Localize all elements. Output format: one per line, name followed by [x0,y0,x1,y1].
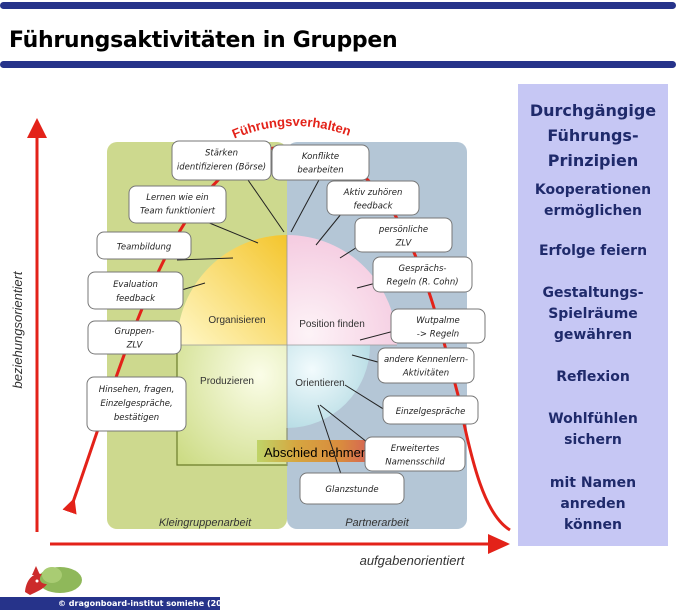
callout-hinsehen: Hinsehen, fragen, Einzelgespräche, bestä… [86,376,187,432]
callout-einzel: Einzelgespräche [382,395,479,425]
svg-text:Aktiv zuhören: Aktiv zuhören [343,188,403,198]
callout-staerken: Stärken identifizieren (Börse) [171,140,272,181]
zone-label-left: Kleingruppenarbeit [159,517,252,529]
svg-text:Evaluation: Evaluation [113,280,158,290]
principle-wohlfuehlen: Wohlfühlen sichern [548,411,638,448]
y-axis-label: beziehungsorientiert [10,270,25,388]
callout-lernen: Lernen wie ein Team funktioniert [128,185,227,224]
callout-glanzstunde: Glanzstunde [299,472,405,505]
svg-text:bearbeiten: bearbeiten [297,166,343,176]
callout-kennenlern: andere Kennenlern- Aktivitäten [377,347,475,384]
label-organisieren: Organisieren [208,315,265,326]
svg-text:Gruppen-: Gruppen- [115,327,155,337]
farewell-label: Abschied nehmen [264,445,368,460]
footer-bar [0,597,220,610]
callout-gruppen: Gruppen- ZLV [87,320,182,355]
callout-aktiv: Aktiv zuhören feedback [326,180,420,216]
svg-text:Einzelgespräche: Einzelgespräche [396,407,466,417]
principle-namen: mit Namen anreden können [549,475,637,533]
quadrant-orientieren [287,345,370,428]
svg-text:Stärken: Stärken [205,149,238,159]
principle-reflexion: Reflexion [556,369,630,385]
farewell-band [257,440,369,462]
svg-text:ZLV: ZLV [126,341,144,351]
svg-text:andere Kennenlern-: andere Kennenlern- [384,355,468,365]
y-axis-arrowhead [27,118,47,138]
svg-text:bestätigen: bestätigen [114,413,159,423]
principles-panel: Durchgängige Führungs- Prinzipien Kooper… [518,84,668,546]
svg-text:Regeln (R. Cohn): Regeln (R. Cohn) [386,278,458,288]
arc-label: Führungsverhalten [230,114,353,142]
callout-teambildung: Teambildung [96,231,192,260]
svg-text:Teambildung: Teambildung [117,243,172,253]
svg-text:Aktivitäten: Aktivitäten [402,369,449,379]
svg-text:feedback: feedback [353,202,393,212]
callout-evaluation: Evaluation feedback [87,271,184,310]
svg-text:-> Regeln: -> Regeln [417,330,459,340]
callout-gespraechs: Gesprächs- Regeln (R. Cohn) [372,256,473,293]
svg-text:Wutpalme: Wutpalme [416,316,460,326]
callout-konflikte: Konflikte bearbeiten [271,144,370,181]
svg-text:Glanzstunde: Glanzstunde [325,485,378,495]
svg-text:Team funktioniert: Team funktioniert [140,207,216,217]
svg-text:feedback: feedback [116,294,156,304]
callout-namensschild: Erweitertes Namensschild [364,436,466,472]
svg-text:ZLV: ZLV [395,239,413,249]
x-axis-arrowhead [488,534,510,554]
label-produzieren: Produzieren [200,376,254,387]
dragon-logo-icon [25,566,82,595]
label-position-finden: Position finden [299,319,365,330]
x-axis-label: aufgabenorientiert [360,553,466,568]
zone-label-right: Partnerarbeit [345,517,410,529]
svg-text:Erweitertes: Erweitertes [391,444,440,454]
svg-text:Namensschild: Namensschild [385,458,445,468]
principles-title: Durchgängige Führungs- Prinzipien [529,101,657,170]
callout-wutpalme: Wutpalme -> Regeln [390,308,486,344]
quadrant-produzieren [177,345,287,465]
callout-persoenliche: persönliche ZLV [354,217,453,253]
quadrant-position-finden [287,235,397,345]
page-title: Führungsaktivitäten in Gruppen [9,28,398,53]
svg-text:persönliche: persönliche [378,225,428,235]
principle-kooperationen: Kooperationen ermöglichen [534,182,652,219]
principle-gestaltungsspielraeume: Gestaltungs- Spielräume gewähren [542,285,644,343]
svg-text:Konflikte: Konflikte [302,152,339,162]
quadrant-organisieren [177,235,287,345]
svg-text:Hinsehen, fragen,: Hinsehen, fragen, [99,385,175,395]
top-bar [0,2,676,9]
copyright-text: © dragonboard-institut somiehe (2000-201… [58,599,263,608]
svg-text:Lernen wie ein: Lernen wie ein [146,193,208,203]
principle-erfolge: Erfolge feiern [538,243,648,259]
title-underline-bar [0,61,676,68]
label-orientieren: Orientieren [295,378,344,389]
svg-text:identifizieren (Börse): identifizieren (Börse) [177,163,266,173]
svg-text:Einzelgespräche,: Einzelgespräche, [100,399,172,409]
svg-text:Gesprächs-: Gesprächs- [399,264,447,274]
